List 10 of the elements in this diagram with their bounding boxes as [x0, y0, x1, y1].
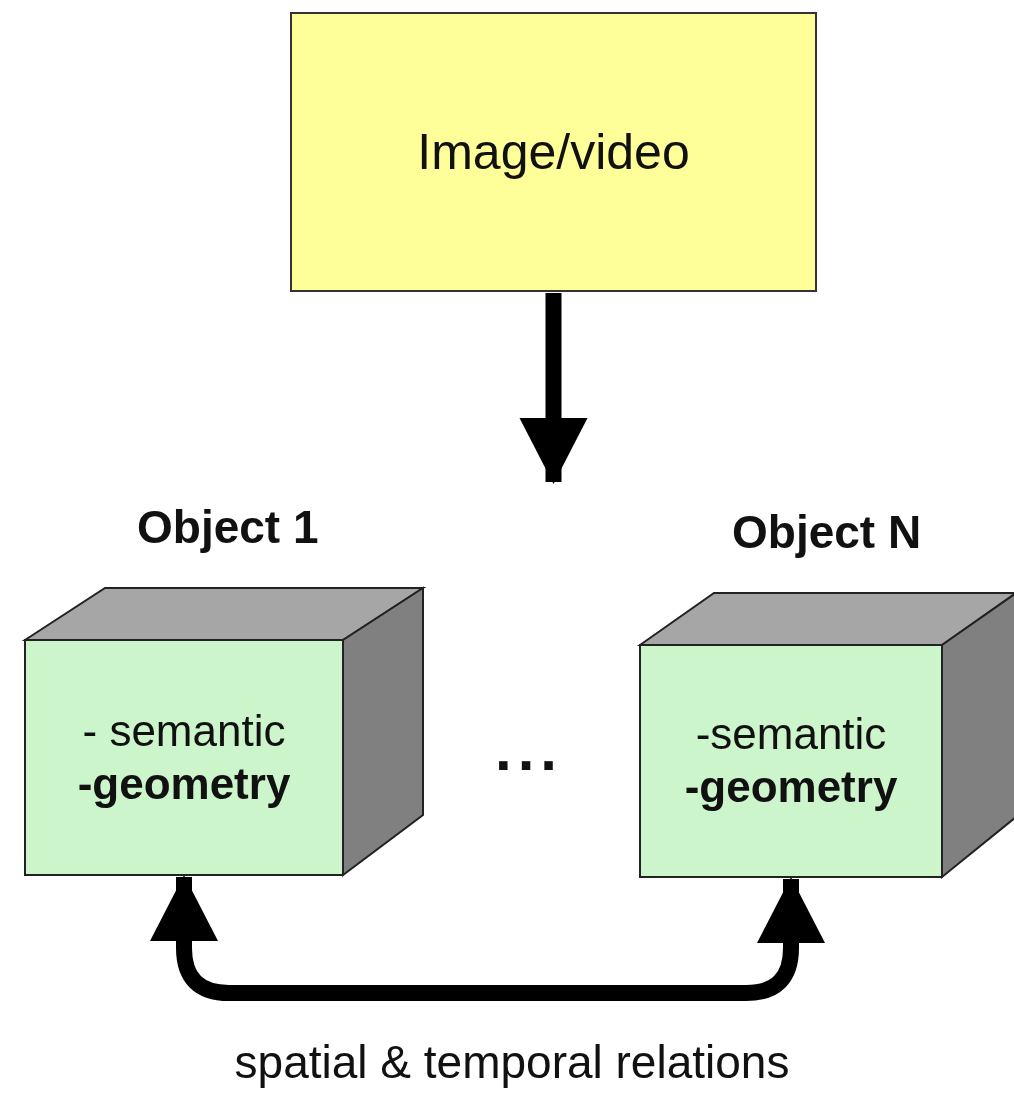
ellipsis: ... [495, 715, 563, 784]
attribute-text: -geometry [684, 761, 898, 813]
object-heading: Object 1 [137, 500, 319, 554]
arrow [519, 293, 588, 484]
input-box: Image/video [290, 12, 817, 292]
attribute-text: -semantic [695, 708, 887, 761]
attribute-text: -geometry [77, 757, 291, 810]
object-heading: Object N [732, 505, 922, 559]
arrow [150, 875, 825, 1001]
attribute-text: - semantic [82, 704, 286, 757]
